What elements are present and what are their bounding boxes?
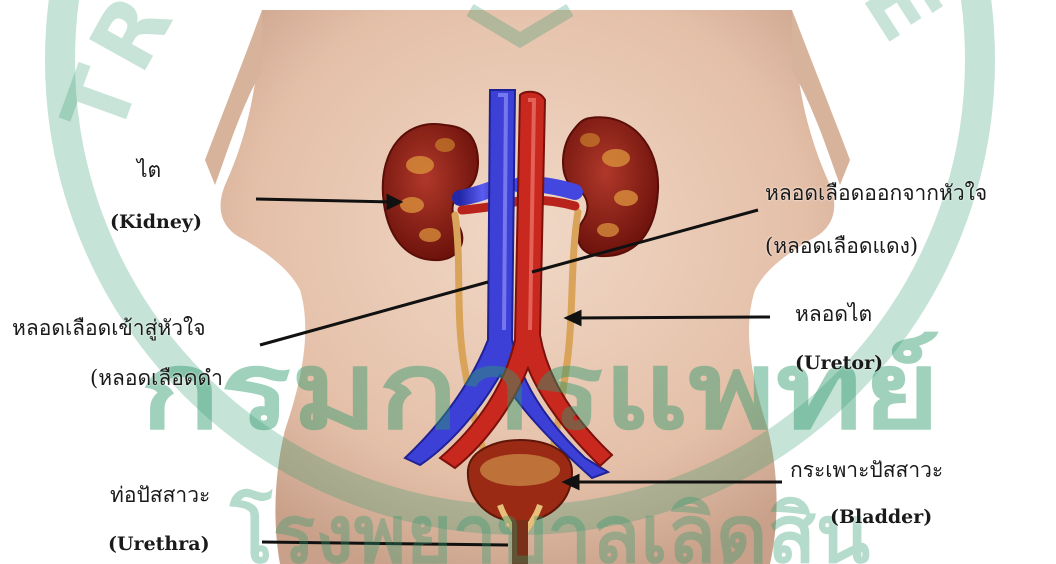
watermark-text-line1: กรมการแพทย์ <box>140 329 940 454</box>
bladder-label-english: (Bladder) <box>830 508 932 527</box>
vein-label-sub: (หลอดเลือดดำ <box>90 368 223 389</box>
artery-label-thai: หลอดเลือดออกจากหัวใจ <box>765 183 987 204</box>
kidney-label-thai: ไต <box>137 160 161 181</box>
bladder-label-thai: กระเพาะปัสสาวะ <box>790 460 943 481</box>
watermark-text-line2: โรงพยาบาลเลิดสิน <box>229 487 870 564</box>
pointer-ureter <box>572 317 770 318</box>
kidney-label-english: (Kidney) <box>110 213 202 232</box>
artery-label-sub: (หลอดเลือดแดง) <box>765 236 918 257</box>
urethra-label-english: (Urethra) <box>108 535 210 554</box>
urethra-label-thai: ท่อปัสสาวะ <box>110 485 210 506</box>
ureter-label-english: (Uretor) <box>795 354 883 373</box>
ureter-label-thai: หลอดไต <box>795 304 872 325</box>
vein-label-thai: หลอดเลือดเข้าสู่หัวใจ <box>12 318 206 339</box>
